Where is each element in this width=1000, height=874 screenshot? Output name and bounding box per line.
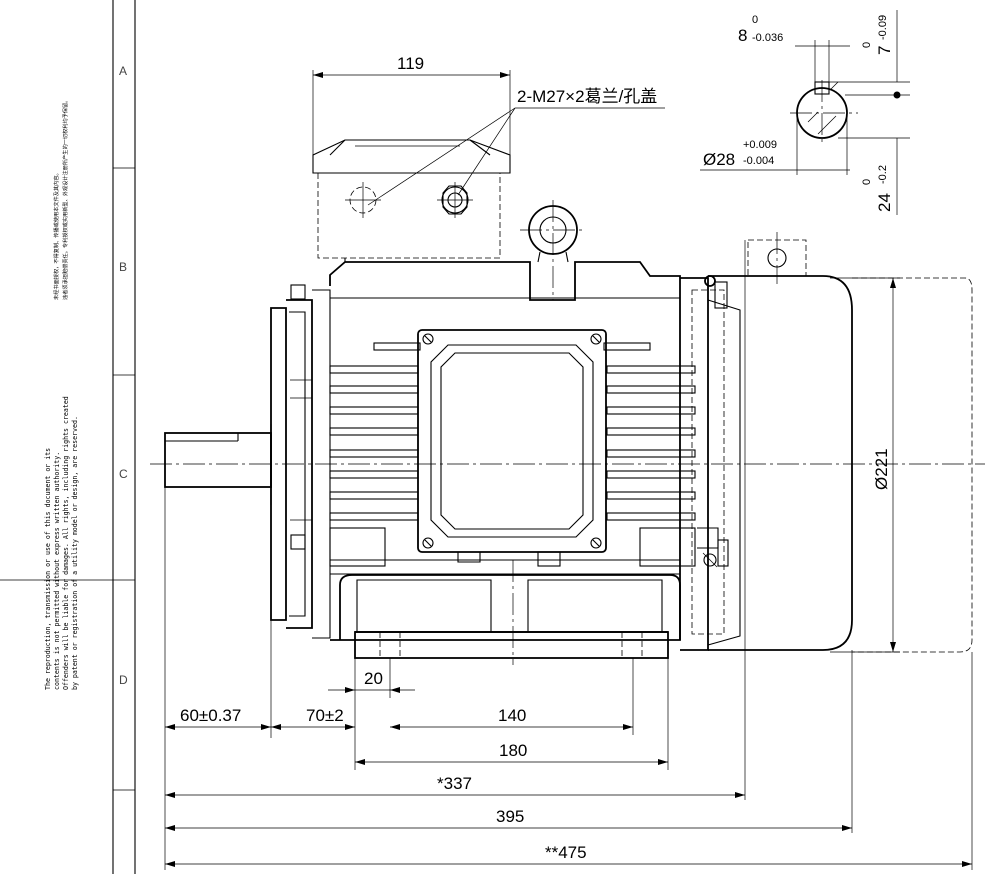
foot-width-dim: 20 xyxy=(364,669,383,688)
svg-text:-0.036: -0.036 xyxy=(752,32,783,44)
terminal-box-width-dim: 119 xyxy=(397,54,424,73)
copyright-note-chinese: 未经书面授权，不得复制、传播或使用本文件及其内容。 违者须承担赔偿责任。专利授权… xyxy=(52,98,69,300)
bottom-dimensions: 20 60±0.37 70±2 140 180 *337 395 **475 xyxy=(164,240,973,870)
lifting-eye-icon xyxy=(520,200,586,300)
row-label-a: A xyxy=(119,64,127,78)
svg-text:未经书面授权，不得复制、传播或使用本文件及其内容。: 未经书面授权，不得复制、传播或使用本文件及其内容。 xyxy=(52,170,60,300)
svg-text:Offenders will be liable for d: Offenders will be liable for damages. Al… xyxy=(62,396,70,690)
key-height-dim: 24 xyxy=(875,193,894,212)
terminal-box-lid xyxy=(417,329,607,553)
svg-text:0: 0 xyxy=(861,42,873,48)
shaft xyxy=(164,424,272,505)
cooling-fins xyxy=(329,365,696,521)
shaft-section-view: 8 0 -0.036 7 0 -0.09 Ø28 +0.009 -0.004 2… xyxy=(700,10,910,215)
svg-text:by patent or registration of a: by patent or registration of a utility m… xyxy=(71,416,79,690)
terminal-box-dims: 119 2-M27×2葛兰/孔盖 xyxy=(312,54,665,206)
svg-text:违者须承担赔偿责任。专利授权或实用新型、外观设计注册所产生的: 违者须承担赔偿责任。专利授权或实用新型、外观设计注册所产生的一切权利均予保留。 xyxy=(61,98,69,300)
key-width-dim: 8 xyxy=(738,26,747,45)
motor-frame xyxy=(329,261,681,641)
length-475-dim: **475 xyxy=(545,843,587,862)
terminal-box xyxy=(312,139,511,262)
side-lugs xyxy=(329,527,696,567)
svg-text:The reproduction, transmission: The reproduction, transmission or use of… xyxy=(44,448,52,690)
svg-text:+0.009: +0.009 xyxy=(743,139,777,151)
length-395-dim: 395 xyxy=(496,807,524,826)
foot-length-dim: 180 xyxy=(499,741,527,760)
copyright-note-english: The reproduction, transmission or use of… xyxy=(44,396,79,690)
foot-hole-spacing-dim: 140 xyxy=(498,706,526,725)
key-depth-dim: 7 xyxy=(875,46,894,55)
row-label-b: B xyxy=(119,260,127,274)
svg-text:contents is not permitted with: contents is not permitted without expres… xyxy=(53,452,61,690)
fan-cover xyxy=(680,232,973,653)
mounting-feet xyxy=(339,560,681,665)
frame-diameter-dim: Ø221 xyxy=(872,448,891,490)
length-337-dim: *337 xyxy=(437,774,472,793)
drawing-border: A B C D xyxy=(0,0,136,874)
svg-text:0: 0 xyxy=(861,179,873,185)
row-label-d: D xyxy=(119,673,128,687)
row-label-c: C xyxy=(119,467,128,481)
svg-text:-0.2: -0.2 xyxy=(877,165,889,184)
svg-text:0: 0 xyxy=(752,14,758,26)
svg-text:-0.09: -0.09 xyxy=(877,15,889,40)
frame-diameter-dims: Ø221 xyxy=(830,277,900,653)
gland-label: 2-M27×2葛兰/孔盖 xyxy=(517,87,657,106)
shaft-length-dim: 60±0.37 xyxy=(180,706,241,725)
svg-text:-0.004: -0.004 xyxy=(743,155,774,167)
front-end-shield xyxy=(270,284,331,639)
shaft-to-foot-dim: 70±2 xyxy=(306,706,344,725)
shaft-diameter-dim: Ø28 xyxy=(703,150,735,169)
